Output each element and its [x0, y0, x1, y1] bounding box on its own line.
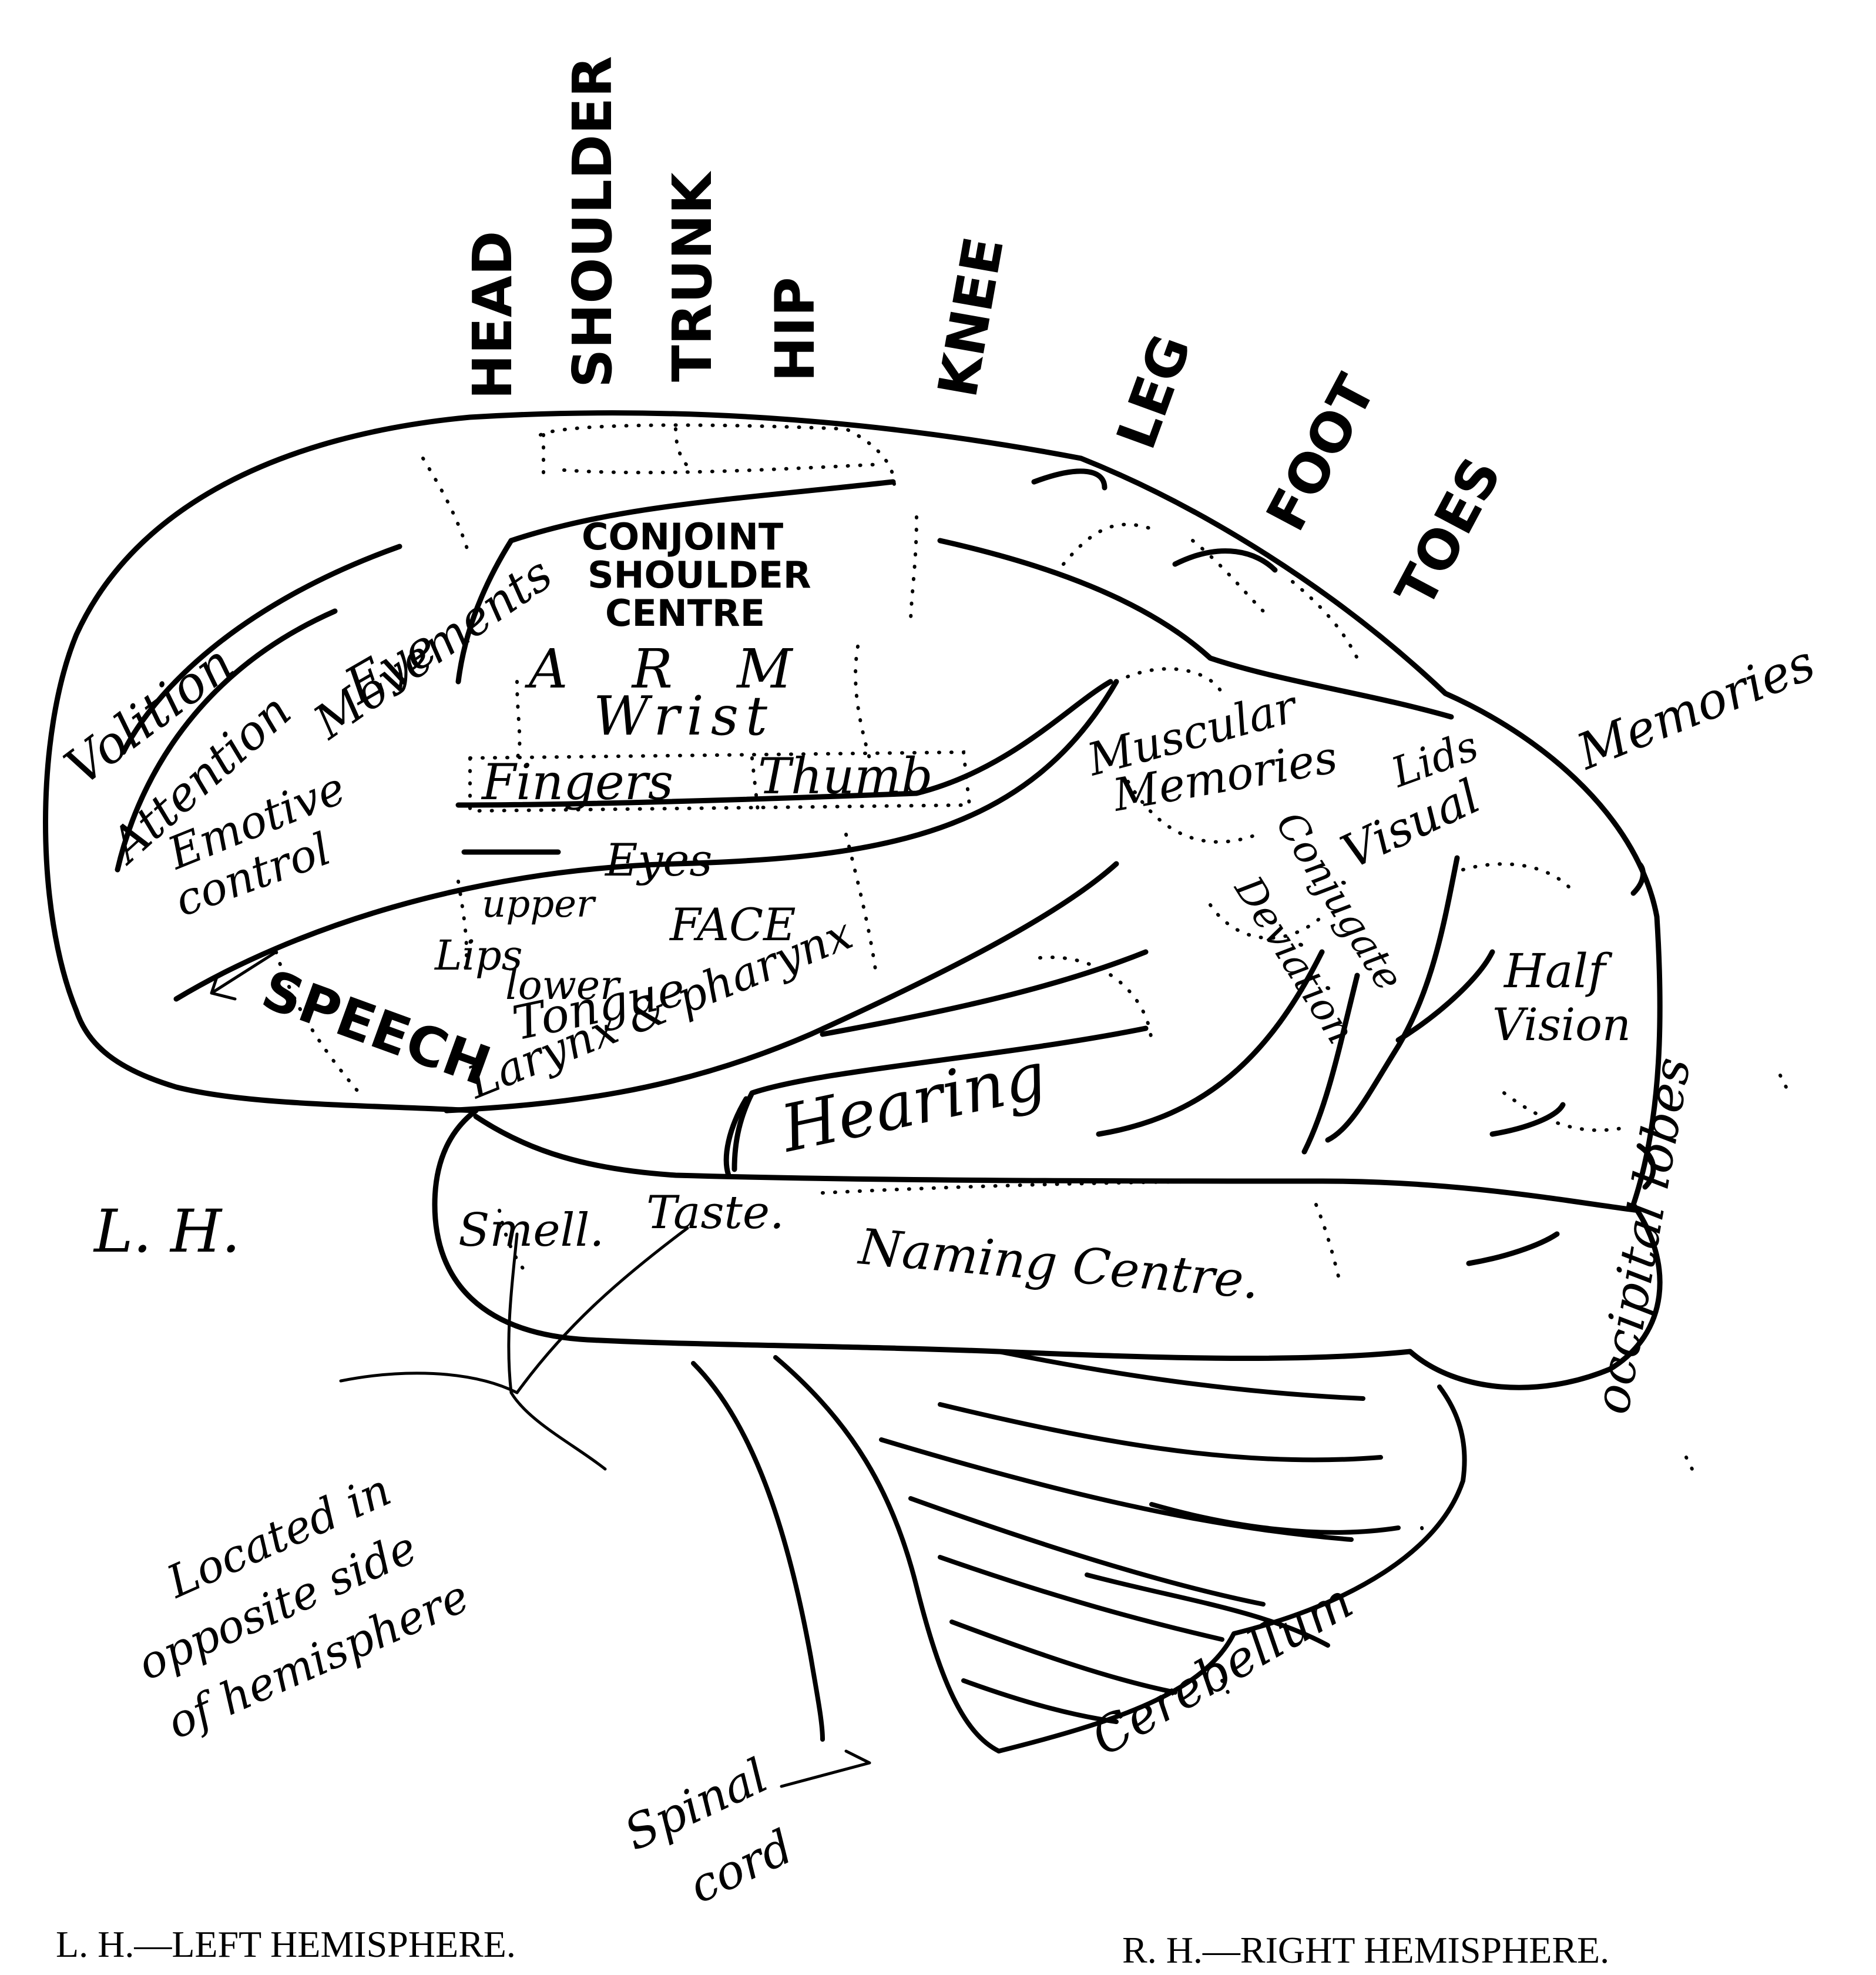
- label-smell: Smell.: [458, 1204, 604, 1257]
- caption-right: R. H.—RIGHT HEMISPHERE.: [1122, 1929, 1609, 1971]
- brainstem: [693, 1363, 823, 1739]
- brainstem-cerebellum: [693, 1352, 1465, 1751]
- label-centre: CENTRE: [605, 592, 765, 635]
- label-naming-centre: Naming Centre.: [855, 1218, 1261, 1310]
- label-hearing: Hearing: [774, 1037, 1052, 1166]
- label-occipital-lobes: occipital lobes: [1582, 1053, 1702, 1418]
- label-toes: TOES: [1384, 448, 1513, 618]
- label-foot: FOOT: [1254, 365, 1388, 541]
- label-wrist: Wrist: [593, 685, 774, 747]
- label-cord: cord: [681, 1819, 801, 1914]
- label-taste: Taste.: [646, 1186, 784, 1239]
- label-knee: KNEE: [926, 232, 1016, 401]
- label-shoulder-centre: SHOULDER: [588, 554, 811, 596]
- label-vision: Vision: [1492, 998, 1631, 1051]
- label-thumb: Thumb: [758, 747, 933, 805]
- captions: L. H.—LEFT HEMISPHERE. R. H.—RIGHT HEMIS…: [56, 1923, 1609, 1971]
- label-eyes: Eyes: [604, 834, 712, 886]
- label-cerebellum: Cerebellum: [1082, 1572, 1362, 1767]
- region-labels: Volition Attention Eye Movements Emotive…: [54, 515, 1823, 1914]
- label-movements: Movements: [303, 546, 562, 750]
- label-fingers: Fingers: [481, 753, 673, 811]
- label-upper: upper: [482, 883, 596, 926]
- label-hip: HIP: [764, 277, 827, 382]
- label-head: HEAD: [461, 231, 524, 400]
- label-shoulder: SHOULDER: [561, 56, 624, 388]
- caption-left: L. H.—LEFT HEMISPHERE.: [56, 1923, 516, 1965]
- label-leg: LEG: [1105, 327, 1203, 457]
- label-hemisphere: L. H.: [93, 1197, 240, 1266]
- label-trunk: TRUNK: [661, 170, 724, 382]
- label-visual-memories: Memories: [1568, 633, 1823, 781]
- label-half: Half: [1503, 944, 1613, 998]
- label-conjoint: CONJOINT: [582, 515, 783, 558]
